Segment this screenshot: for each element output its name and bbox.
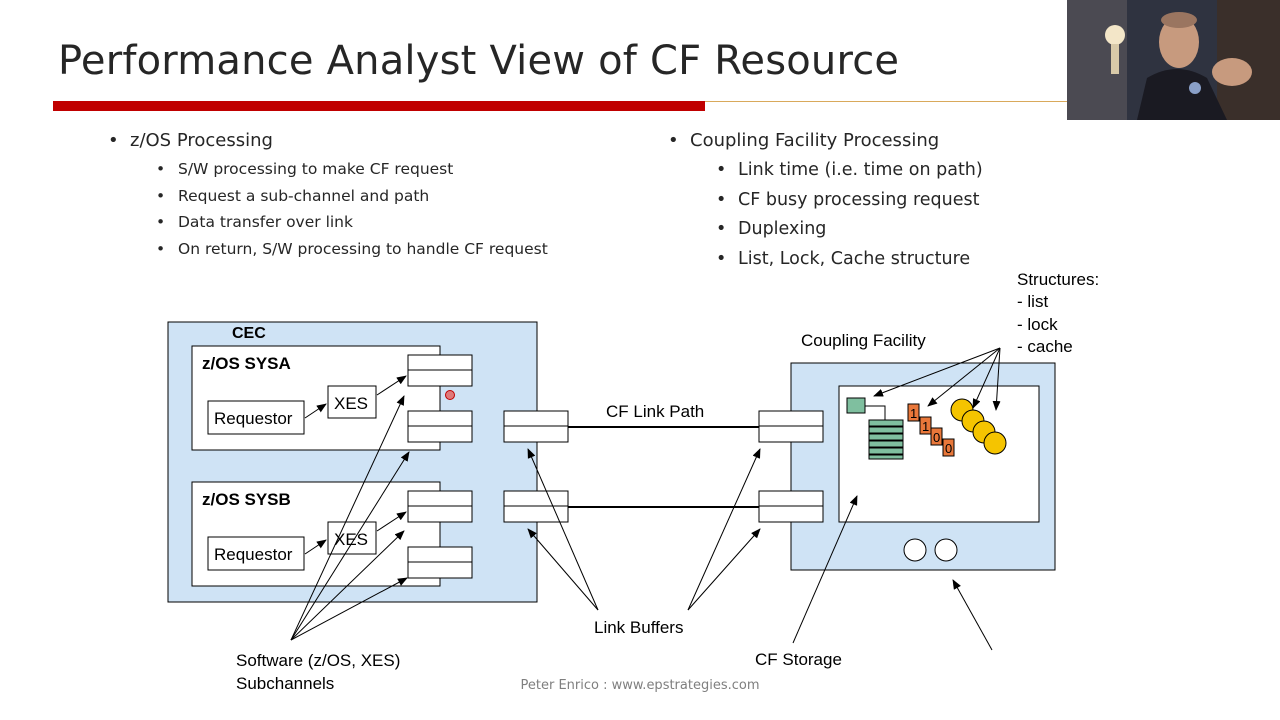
slide-footer: Peter Enrico : www.epstrategies.com xyxy=(520,678,760,693)
structures-arrow-list xyxy=(873,347,1001,397)
sysa-requestor-box xyxy=(207,400,305,435)
cf-processing-item: Link time (i.e. time on path) xyxy=(716,160,983,190)
cf-link-buffer-top xyxy=(758,410,824,443)
structures-item-list: - list xyxy=(1017,292,1048,311)
lock-structure-icon: 1 1 0 0 xyxy=(907,403,955,457)
sysa-xes-label: XES xyxy=(334,394,368,413)
slide-title: Performance Analyst View of CF Resource xyxy=(58,38,900,84)
zos-processing-item: S/W processing to make CF request xyxy=(156,160,548,187)
sysb-subchannel-2 xyxy=(407,546,473,579)
cf-link-path-label: CF Link Path xyxy=(606,402,704,421)
structures-title: Structures: xyxy=(1017,270,1099,289)
cec-link-buffer-bottom xyxy=(503,490,569,523)
sysb-xes-box xyxy=(327,521,377,555)
cf-processing-item: Duplexing xyxy=(716,219,983,249)
structures-item-lock: - lock xyxy=(1017,315,1058,334)
sysb-xes-label: XES xyxy=(334,530,368,549)
cec-link-buffer-top xyxy=(503,410,569,443)
sysa-subchannel-2 xyxy=(407,410,473,443)
link-buffer-arrows xyxy=(527,448,761,611)
title-underline-thin xyxy=(705,101,1067,102)
structures-arrow-cache-2 xyxy=(992,347,1001,411)
zos-processing-list: z/OS Processing S/W processing to make C… xyxy=(108,130,548,267)
sysa-xes-arrow xyxy=(376,375,407,396)
presenter-webcam xyxy=(1067,0,1280,120)
presenter-video-image xyxy=(1067,0,1280,120)
structures-arrow-cache-1 xyxy=(972,347,1001,409)
lock-digit: 0 xyxy=(933,430,940,445)
cf-processing-item: CF busy processing request xyxy=(716,190,983,220)
zos-processing-item: Data transfer over link xyxy=(156,213,548,240)
title-underline-red xyxy=(53,101,705,111)
cf-storage-label: CF Storage xyxy=(755,650,842,669)
lock-digit: 1 xyxy=(922,419,929,434)
cf-processor-arrow xyxy=(952,579,993,651)
software-label-line1: Software (z/OS, XES) xyxy=(236,651,400,670)
cf-processing-list: Coupling Facility Processing Link time (… xyxy=(668,130,983,279)
structures-arrow-lock xyxy=(927,347,1001,407)
sysb-requestor-box xyxy=(207,536,305,571)
sysb-xes-arrow xyxy=(376,511,407,532)
sysa-label: z/OS SYSA xyxy=(202,354,291,373)
sysb-requestor-label: Requestor xyxy=(214,545,293,564)
sysa-requestor-arrow xyxy=(304,403,327,419)
software-subchannel-arrows xyxy=(290,395,410,641)
cache-structure-icon xyxy=(950,398,1007,455)
cf-processor-icon xyxy=(903,538,927,562)
lock-digit: 1 xyxy=(910,406,917,421)
cf-processor-icon xyxy=(934,538,958,562)
sysa-requestor-label: Requestor xyxy=(214,409,293,428)
zos-processing-heading: z/OS Processing xyxy=(108,130,548,160)
cf-link-buffer-bottom xyxy=(758,490,824,523)
structures-item-cache: - cache xyxy=(1017,337,1073,356)
link-buffers-label: Link Buffers xyxy=(594,618,683,637)
cf-storage-arrow xyxy=(792,495,858,644)
zos-processing-item: On return, S/W processing to handle CF r… xyxy=(156,240,548,267)
cf-processing-heading: Coupling Facility Processing xyxy=(668,130,983,160)
software-label-line2: Subchannels xyxy=(236,674,334,693)
cec-label: CEC xyxy=(232,325,266,342)
sysb-label: z/OS SYSB xyxy=(202,490,291,509)
sysa-subchannel-1 xyxy=(407,354,473,387)
sysb-requestor-arrow xyxy=(304,539,327,555)
coupling-facility-label: Coupling Facility xyxy=(801,331,926,350)
list-structure-icon xyxy=(846,397,904,460)
sysb-subchannel-1 xyxy=(407,490,473,523)
sysa-xes-box xyxy=(327,385,377,419)
pointer-dot xyxy=(445,390,455,400)
cf-processing-item: List, Lock, Cache structure xyxy=(716,249,983,279)
lock-digit: 0 xyxy=(945,441,952,456)
zos-processing-item: Request a sub-channel and path xyxy=(156,187,548,214)
